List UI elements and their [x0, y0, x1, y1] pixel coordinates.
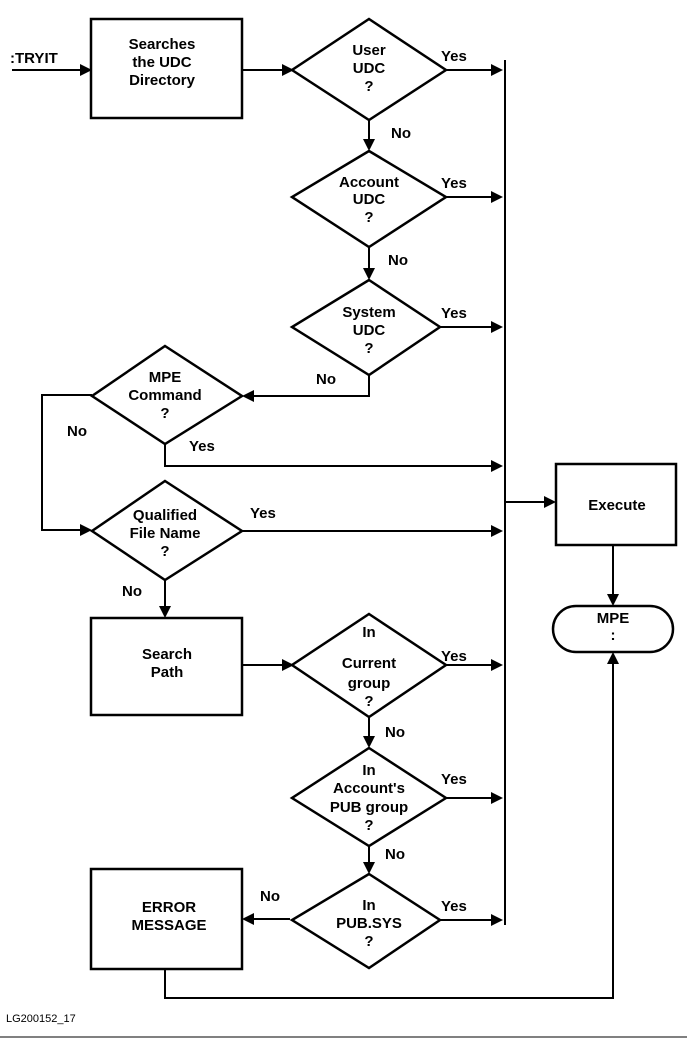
decision-system-udc-line-2: UDC — [353, 322, 386, 339]
decision-current-group-line-1: In — [362, 624, 375, 641]
edge-label-no-account-pub: No — [385, 846, 405, 863]
decision-qualified-line-1: Qualified — [133, 507, 197, 524]
decision-current-group-line-4: ? — [364, 693, 373, 710]
decision-pub-sys-line-1: In — [362, 897, 375, 914]
decision-account-pub-line-1: In — [362, 762, 375, 779]
decision-current-group-line-3: group — [348, 675, 391, 692]
decision-account-udc-line-1: Account — [339, 174, 399, 191]
box-error-message: ERROR MESSAGE — [89, 867, 244, 971]
edge-labels: Yes No Yes No Yes No No Yes Yes No Yes N… — [67, 48, 467, 915]
terminal-mpe-line-1: MPE — [597, 610, 630, 627]
decision-account-udc-line-2: UDC — [353, 191, 386, 208]
edge-label-no-qualified: No — [122, 583, 142, 600]
edge-label-no-pub-sys: No — [260, 888, 280, 905]
decision-system-udc: System UDC ? — [289, 278, 443, 377]
decision-current-group-line-2: Current — [342, 655, 396, 672]
decision-current-group: In Current group ? — [289, 612, 449, 719]
edge-label-no-current-group: No — [385, 724, 405, 741]
decision-pub-sys-line-3: ? — [364, 933, 373, 950]
decision-account-pub-line-4: ? — [364, 817, 373, 834]
box-error-line-1: ERROR — [142, 899, 196, 916]
decision-qualified-line-2: File Name — [130, 525, 201, 542]
decision-mpe-command-line-3: ? — [160, 405, 169, 422]
box-search-path: Search Path — [89, 616, 244, 717]
decision-account-udc: Account UDC ? — [289, 149, 449, 249]
decision-system-udc-line-3: ? — [364, 340, 373, 357]
edge-label-yes-account-udc: Yes — [441, 175, 467, 192]
decision-pub-sys-line-2: PUB.SYS — [336, 915, 402, 932]
edge-label-yes-user-udc: Yes — [441, 48, 467, 65]
decision-user-udc-line-3: ? — [364, 78, 373, 95]
box-execute: Execute — [554, 462, 678, 547]
decision-user-udc-line-1: User — [352, 42, 386, 59]
box-search-udc-line-3: Directory — [129, 72, 196, 89]
box-search-udc-line-2: the UDC — [132, 54, 191, 71]
arrowheads — [80, 64, 619, 926]
edge-label-no-mpe-command: No — [67, 423, 87, 440]
terminal-mpe: MPE : — [551, 604, 675, 654]
decision-account-udc-line-3: ? — [364, 209, 373, 226]
box-search-udc-line-1: Searches — [129, 36, 196, 53]
decision-account-pub-line-3: PUB group — [330, 799, 408, 816]
edge-label-no-user-udc: No — [391, 125, 411, 142]
box-search-path-line-2: Path — [151, 664, 184, 681]
figure-id: LG200152_17 — [6, 1013, 76, 1025]
edge-label-yes-qualified: Yes — [250, 505, 276, 522]
connectors — [12, 60, 614, 999]
decision-qualified-line-3: ? — [160, 543, 169, 560]
box-search-path-line-1: Search — [142, 646, 192, 663]
decision-account-pub-group: In Account's PUB group ? — [289, 746, 449, 848]
edge-label-yes-mpe-command: Yes — [189, 438, 215, 455]
decision-user-udc: User UDC ? — [289, 17, 449, 122]
edge-label-no-system-udc: No — [316, 371, 336, 388]
edge-label-no-account-udc: No — [388, 252, 408, 269]
decision-mpe-command-line-1: MPE — [149, 369, 182, 386]
box-search-udc: Searches the UDC Directory — [89, 17, 244, 120]
edge-label-yes-account-pub: Yes — [441, 771, 467, 788]
edge-label-yes-pub-sys: Yes — [441, 898, 467, 915]
start-label: :TRYIT — [10, 50, 58, 67]
decision-mpe-command-line-2: Command — [128, 387, 201, 404]
box-error-line-2: MESSAGE — [131, 917, 206, 934]
terminal-mpe-line-2: : — [611, 627, 616, 644]
decision-qualified-file-name: Qualified File Name ? — [89, 479, 245, 582]
edge-label-yes-system-udc: Yes — [441, 305, 467, 322]
decision-system-udc-line-1: System — [342, 304, 395, 321]
decision-account-pub-line-2: Account's — [333, 780, 405, 797]
box-execute-label: Execute — [588, 497, 646, 514]
edge-label-yes-current-group: Yes — [441, 648, 467, 665]
decision-mpe-command: MPE Command ? — [89, 344, 245, 446]
decision-pub-sys: In PUB.SYS ? — [289, 872, 443, 970]
decision-user-udc-line-2: UDC — [353, 60, 386, 77]
